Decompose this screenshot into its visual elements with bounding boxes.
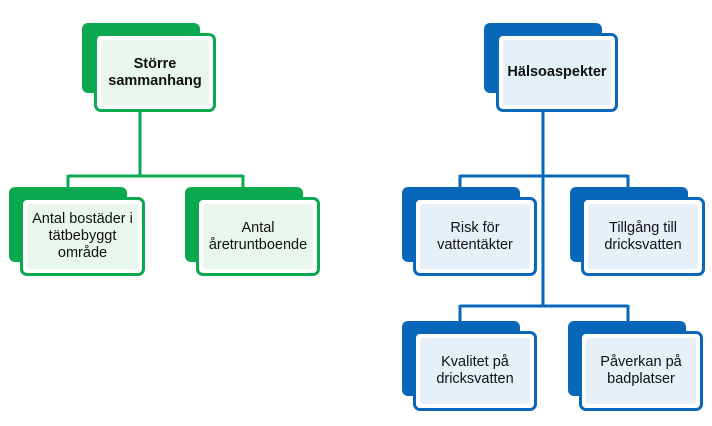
green-connectors [66, 110, 245, 188]
blue-child-4-label: Påverkan på badplatser [600, 354, 682, 387]
green-root-label: Större sammanhang [108, 55, 202, 89]
green-child-1-label: Antal bostäder i tätbebyggt område [32, 211, 133, 261]
blue-child-2-label: Tillgång till dricksvatten [604, 219, 682, 253]
blue-connectors [458, 110, 630, 322]
green-child-2-label: Antal åretruntboende [208, 219, 308, 253]
blue-child-3-label: Kvalitet på dricksvatten [436, 354, 514, 387]
blue-root-label: Hälsoaspekter [507, 64, 607, 80]
blue-child-1-label: Risk för vattentäkter [437, 219, 513, 253]
